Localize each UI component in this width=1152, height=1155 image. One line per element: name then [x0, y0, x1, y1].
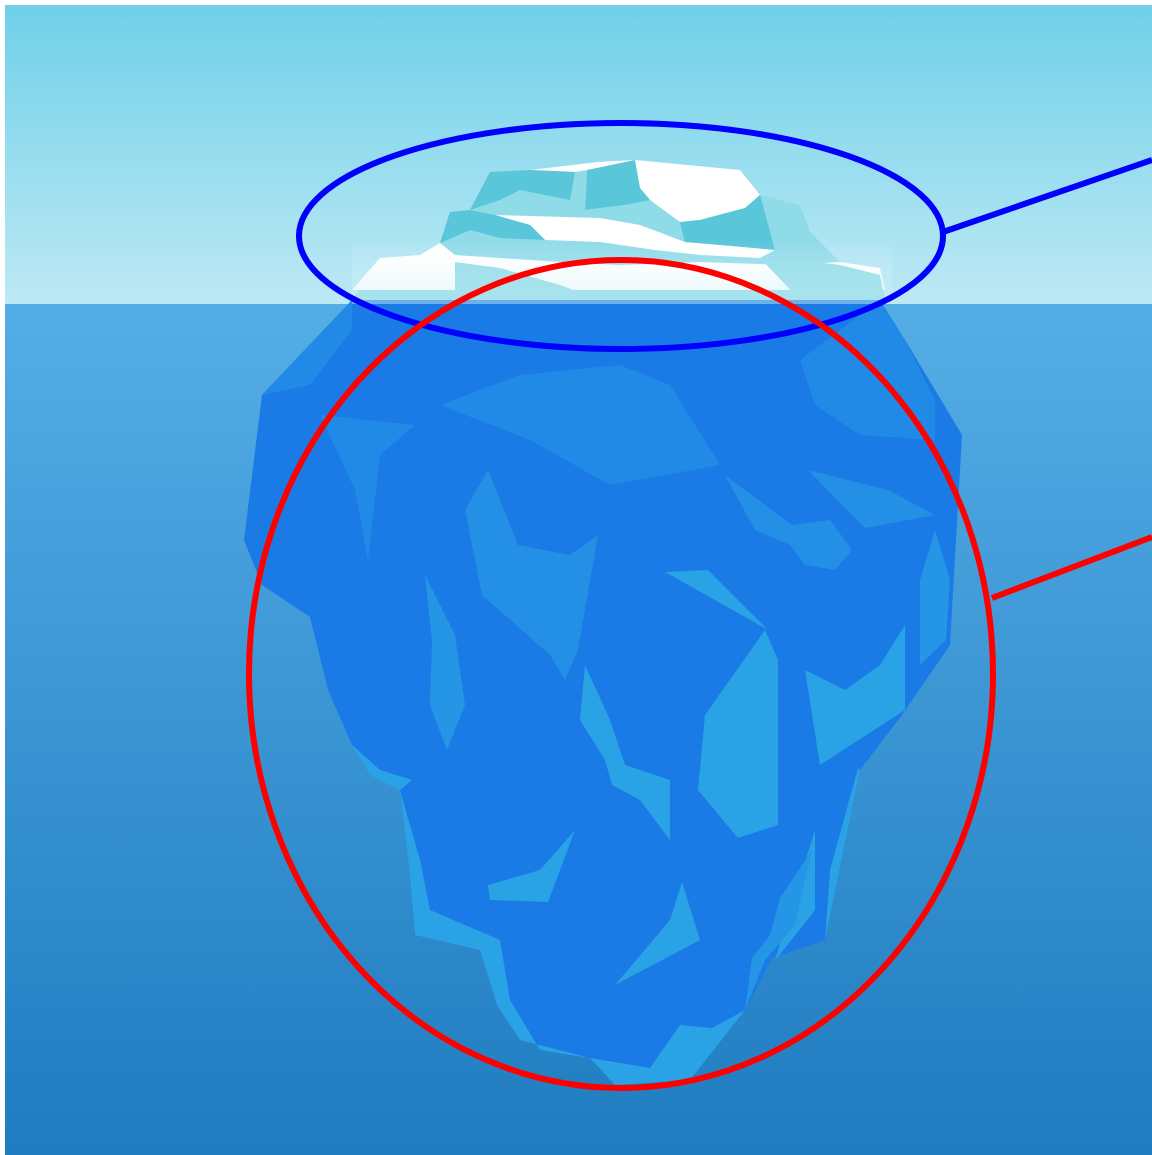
iceberg-diagram: [0, 0, 1152, 1155]
